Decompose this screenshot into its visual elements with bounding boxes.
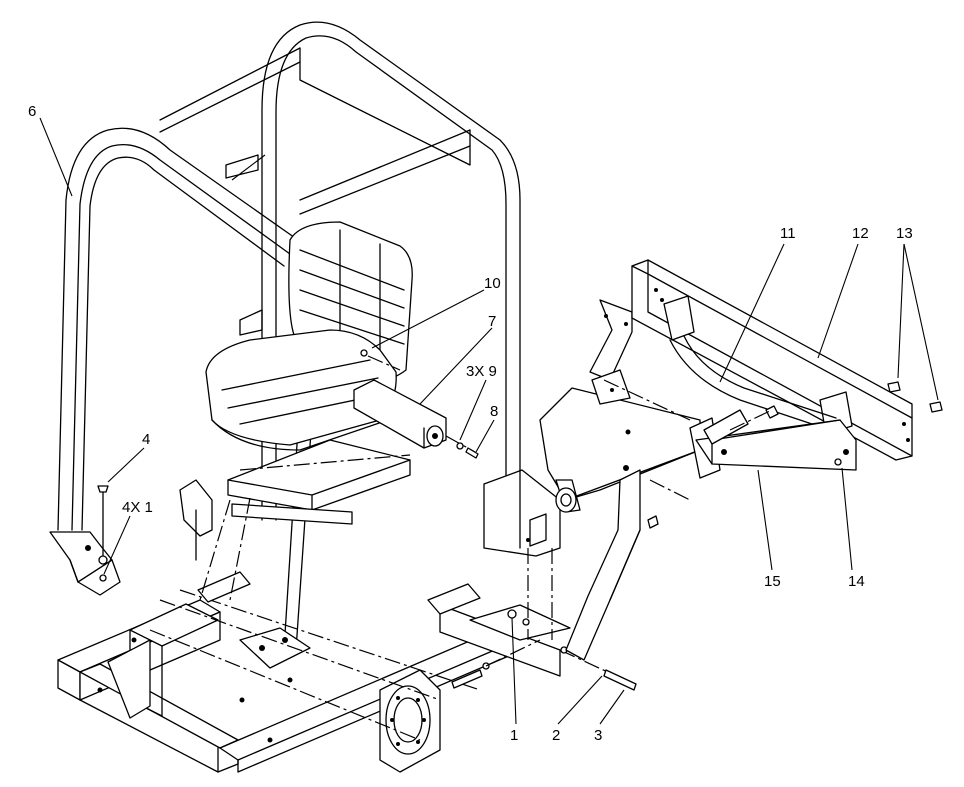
callout-3x9: 3X 9 (466, 363, 497, 380)
callout-3: 3 (594, 727, 602, 744)
callout-12: 12 (852, 225, 869, 242)
callout-2: 2 (552, 727, 560, 744)
rops-rear-hoop (159, 21, 521, 521)
callout-4: 4 (142, 431, 150, 448)
hitch-assembly (539, 299, 721, 661)
callout-11: 11 (780, 225, 796, 242)
callout-15: 15 (764, 573, 781, 590)
callout-1: 1 (510, 727, 518, 744)
callout-6: 6 (28, 103, 36, 120)
rear-bumper (631, 259, 943, 471)
small-hardware (97, 485, 109, 582)
operator-seat (205, 221, 413, 511)
callout-10: 10 (484, 275, 501, 292)
callout-13: 13 (896, 225, 913, 242)
callout-4x1: 4X 1 (122, 499, 153, 516)
main-frame (57, 479, 571, 773)
callout-8: 8 (490, 403, 498, 420)
callout-14: 14 (848, 573, 865, 590)
leader-lines (39, 117, 939, 725)
rear-mount-hardware (451, 469, 637, 691)
callout-labels: 6 4 4X 1 10 7 3X 9 8 11 12 13 14 15 1 2 … (28, 103, 913, 744)
seat-belt-retractor (353, 349, 479, 459)
callout-7: 7 (488, 313, 496, 330)
